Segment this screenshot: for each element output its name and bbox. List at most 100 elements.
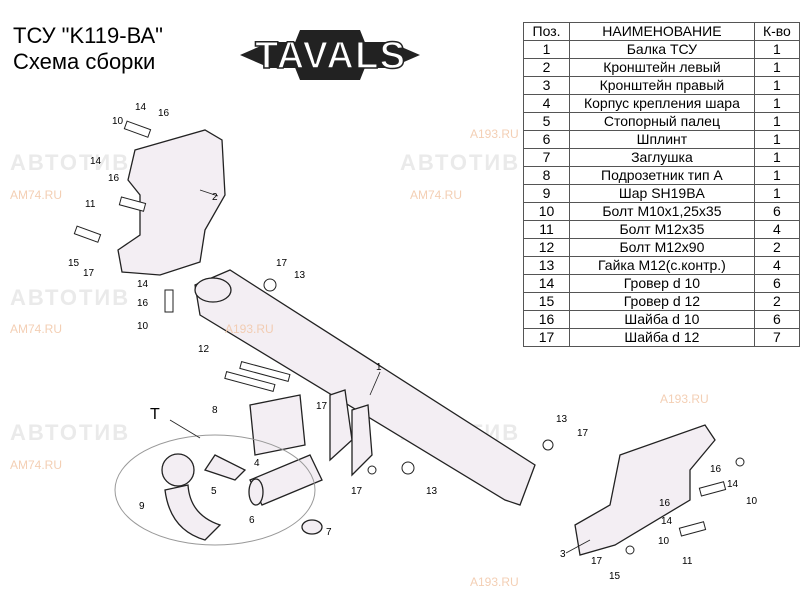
callout-14: 14 (137, 279, 149, 290)
quantity-cell: 1 (753, 112, 800, 131)
right-bracket (574, 424, 716, 556)
quantity-cell: 1 (753, 94, 800, 113)
callout-5: 5 (211, 486, 217, 497)
callout-14: 14 (135, 102, 147, 113)
name-cell: Гровер d 10 (569, 274, 755, 293)
quantity-cell: 6 (753, 274, 800, 293)
name-cell: Болт М12х35 (569, 220, 755, 239)
watermark-site: A193.RU (660, 392, 709, 406)
callout-15: 15 (68, 258, 80, 269)
callout-2: 2 (212, 192, 218, 203)
position-cell: 14 (522, 274, 571, 293)
quantity-cell: 6 (753, 310, 800, 329)
position-cell: 7 (522, 148, 571, 167)
position-cell: 17 (522, 328, 571, 347)
watermark-site: A193.RU (470, 575, 519, 589)
quantity-cell: 7 (753, 328, 800, 347)
title-subtitle: Схема сборки (13, 49, 156, 74)
callout-16: 16 (659, 498, 671, 509)
name-cell: Кронштейн правый (569, 76, 755, 95)
name-cell: Корпус крепления шара (569, 94, 755, 113)
position-cell: 12 (522, 238, 571, 257)
position-cell: 1 (522, 40, 571, 59)
name-cell: Стопорный палец (569, 112, 755, 131)
position-cell: 15 (522, 292, 571, 311)
callout-16: 16 (137, 298, 149, 309)
callout-10: 10 (658, 536, 670, 547)
quantity-cell: 1 (753, 130, 800, 149)
position-cell: 6 (522, 130, 571, 149)
callout-16: 16 (108, 173, 120, 184)
quantity-cell: 2 (753, 292, 800, 311)
callout-3: 3 (560, 549, 566, 560)
title-model: ТСУ "K119-ВА" (13, 23, 163, 48)
name-cell: Заглушка (569, 148, 755, 167)
quantity-cell: 1 (753, 58, 800, 77)
watermark-site: AM74.RU (10, 458, 63, 472)
svg-text:TAVALS: TAVALS (255, 35, 405, 77)
watermark-site: A193.RU (225, 322, 274, 336)
quantity-cell: 1 (753, 184, 800, 203)
callout-17: 17 (276, 258, 288, 269)
position-cell: 11 (522, 220, 571, 239)
watermark-site: AM74.RU (10, 322, 63, 336)
quantity-cell: 4 (753, 220, 800, 239)
tow-bar-beam (194, 269, 536, 506)
position-cell: 8 (522, 166, 571, 185)
callout-14: 14 (661, 516, 673, 527)
left-bracket (117, 129, 226, 276)
position-cell: 16 (522, 310, 571, 329)
column-header: Поз. (522, 22, 571, 41)
tavals-logo: TAVALS (240, 30, 420, 80)
name-cell: Болт М12х90 (569, 238, 755, 257)
watermark: АВТОТИВ (10, 150, 131, 175)
mid-plate (351, 404, 373, 477)
position-cell: 5 (522, 112, 571, 131)
callout-14: 14 (727, 479, 739, 490)
watermark: АВТОТИВ (400, 150, 521, 175)
quantity-cell: 1 (753, 40, 800, 59)
callout-10: 10 (746, 496, 758, 507)
position-cell: 13 (522, 256, 571, 275)
quantity-cell: 4 (753, 256, 800, 275)
callout-T: T (150, 406, 160, 423)
name-cell: Болт М10х1,25х35 (569, 202, 755, 221)
name-cell: Балка ТСУ (569, 40, 755, 59)
callout-16: 16 (710, 464, 722, 475)
locking-pin (203, 454, 247, 481)
watermark-site: A193.RU (470, 127, 519, 141)
callout-13: 13 (294, 270, 306, 281)
position-cell: 3 (522, 76, 571, 95)
callout-17: 17 (316, 401, 328, 412)
callout-10: 10 (112, 116, 124, 127)
callout-8: 8 (212, 405, 218, 416)
quantity-cell: 1 (753, 166, 800, 185)
quantity-cell: 2 (753, 238, 800, 257)
name-cell: Шайба d 10 (569, 310, 755, 329)
callout-9: 9 (139, 501, 145, 512)
callout-6: 6 (249, 515, 255, 526)
name-cell: Кронштейн левый (569, 58, 755, 77)
quantity-cell: 6 (753, 202, 800, 221)
name-cell: Шар SH19BA (569, 184, 755, 203)
name-cell: Гровер d 12 (569, 292, 755, 311)
tow-ball (164, 484, 222, 541)
quantity-cell: 1 (753, 148, 800, 167)
column-header: К-во (753, 22, 800, 41)
position-cell: 9 (522, 184, 571, 203)
